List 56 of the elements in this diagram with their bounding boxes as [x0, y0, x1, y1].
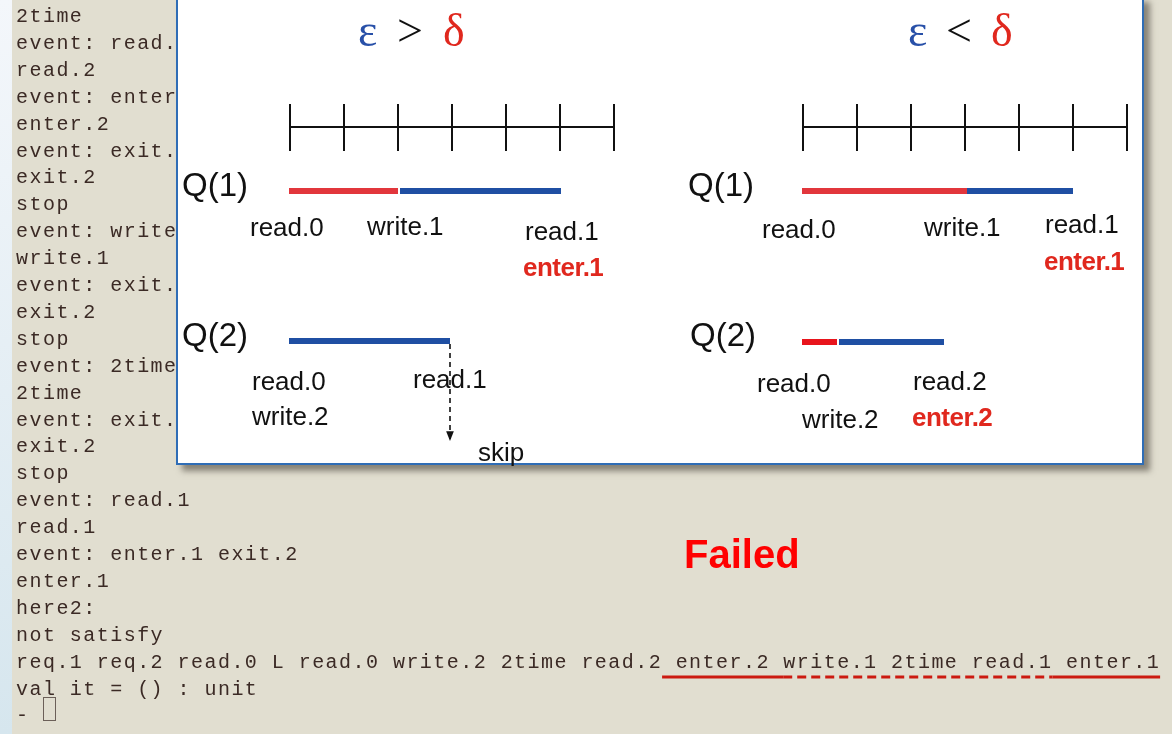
- terminal-line: 2time: [16, 383, 84, 404]
- event-label: write.1: [924, 214, 1001, 240]
- terminal-line: event: read.1: [16, 491, 191, 512]
- event-label: read.1: [1045, 211, 1119, 237]
- terminal-line: write.1: [16, 249, 111, 270]
- terminal-line: exit.2: [16, 437, 97, 458]
- terminal-line: event: exit.: [16, 141, 178, 162]
- terminal-line: val it = () : unit: [16, 679, 259, 700]
- terminal-line: exit.2: [16, 302, 97, 323]
- terminal-line: event: read.: [16, 33, 178, 54]
- math-symbol: δ: [991, 8, 1013, 54]
- annotation-text: skip: [448, 436, 536, 468]
- math-symbol: δ: [443, 8, 465, 54]
- dashed-arrow: [446, 343, 454, 441]
- terminal-line: event: exit.: [16, 276, 178, 296]
- terminal-line: stop: [16, 464, 70, 485]
- event-label: read.1: [413, 366, 487, 392]
- math-symbol: <: [946, 8, 972, 54]
- terminal-line: req.1 req.2 read.0 L read.0 write.2 2time read.2 enter.2 write.1 2time read.1 enter.1: [16, 652, 1161, 673]
- event-label: read.0: [757, 370, 831, 396]
- terminal-line: stop: [16, 329, 70, 350]
- event-label: read.1: [525, 218, 599, 244]
- event-label: enter.1: [1044, 248, 1125, 274]
- math-symbol: ε: [358, 8, 378, 54]
- event-label: read.0: [762, 216, 836, 242]
- terminal-line: enter.2: [16, 114, 111, 135]
- terminal-line: exit.2: [16, 168, 97, 189]
- terminal-line: enter.1: [16, 571, 111, 592]
- math-symbol: ε: [908, 8, 928, 54]
- terminal-line: event: write: [16, 222, 178, 243]
- event-label: read.0: [250, 214, 324, 240]
- event-label: enter.1: [523, 254, 604, 280]
- terminal-line: event: 2time: [16, 356, 178, 377]
- queue-label: Q(2): [182, 318, 248, 351]
- terminal-line: event: enter.1 exit.2: [16, 545, 299, 565]
- event-label: enter.2: [912, 404, 993, 430]
- terminal-line: event: exit.: [16, 410, 178, 431]
- terminal-line: here2:: [16, 598, 97, 619]
- math-symbol: >: [397, 8, 423, 54]
- event-label: write.2: [252, 403, 329, 429]
- status-text: Failed: [684, 534, 800, 574]
- terminal-line: 2time: [16, 7, 84, 27]
- slide-panel: [176, 0, 1144, 465]
- terminal-line: -: [16, 706, 30, 727]
- event-label: read.0: [252, 368, 326, 394]
- queue-label: Q(2): [690, 318, 756, 351]
- queue-label: Q(1): [688, 168, 754, 201]
- event-label: write.1: [367, 213, 444, 239]
- terminal-line: not satisfy: [16, 625, 165, 646]
- event-label: read.2: [913, 368, 987, 394]
- terminal-line: read.2: [16, 60, 97, 81]
- terminal-line: stop: [16, 195, 70, 216]
- terminal-line: read.1: [16, 518, 97, 539]
- terminal-line: event: enter: [16, 87, 178, 108]
- queue-label: Q(1): [182, 168, 248, 201]
- event-label: write.2: [802, 406, 879, 432]
